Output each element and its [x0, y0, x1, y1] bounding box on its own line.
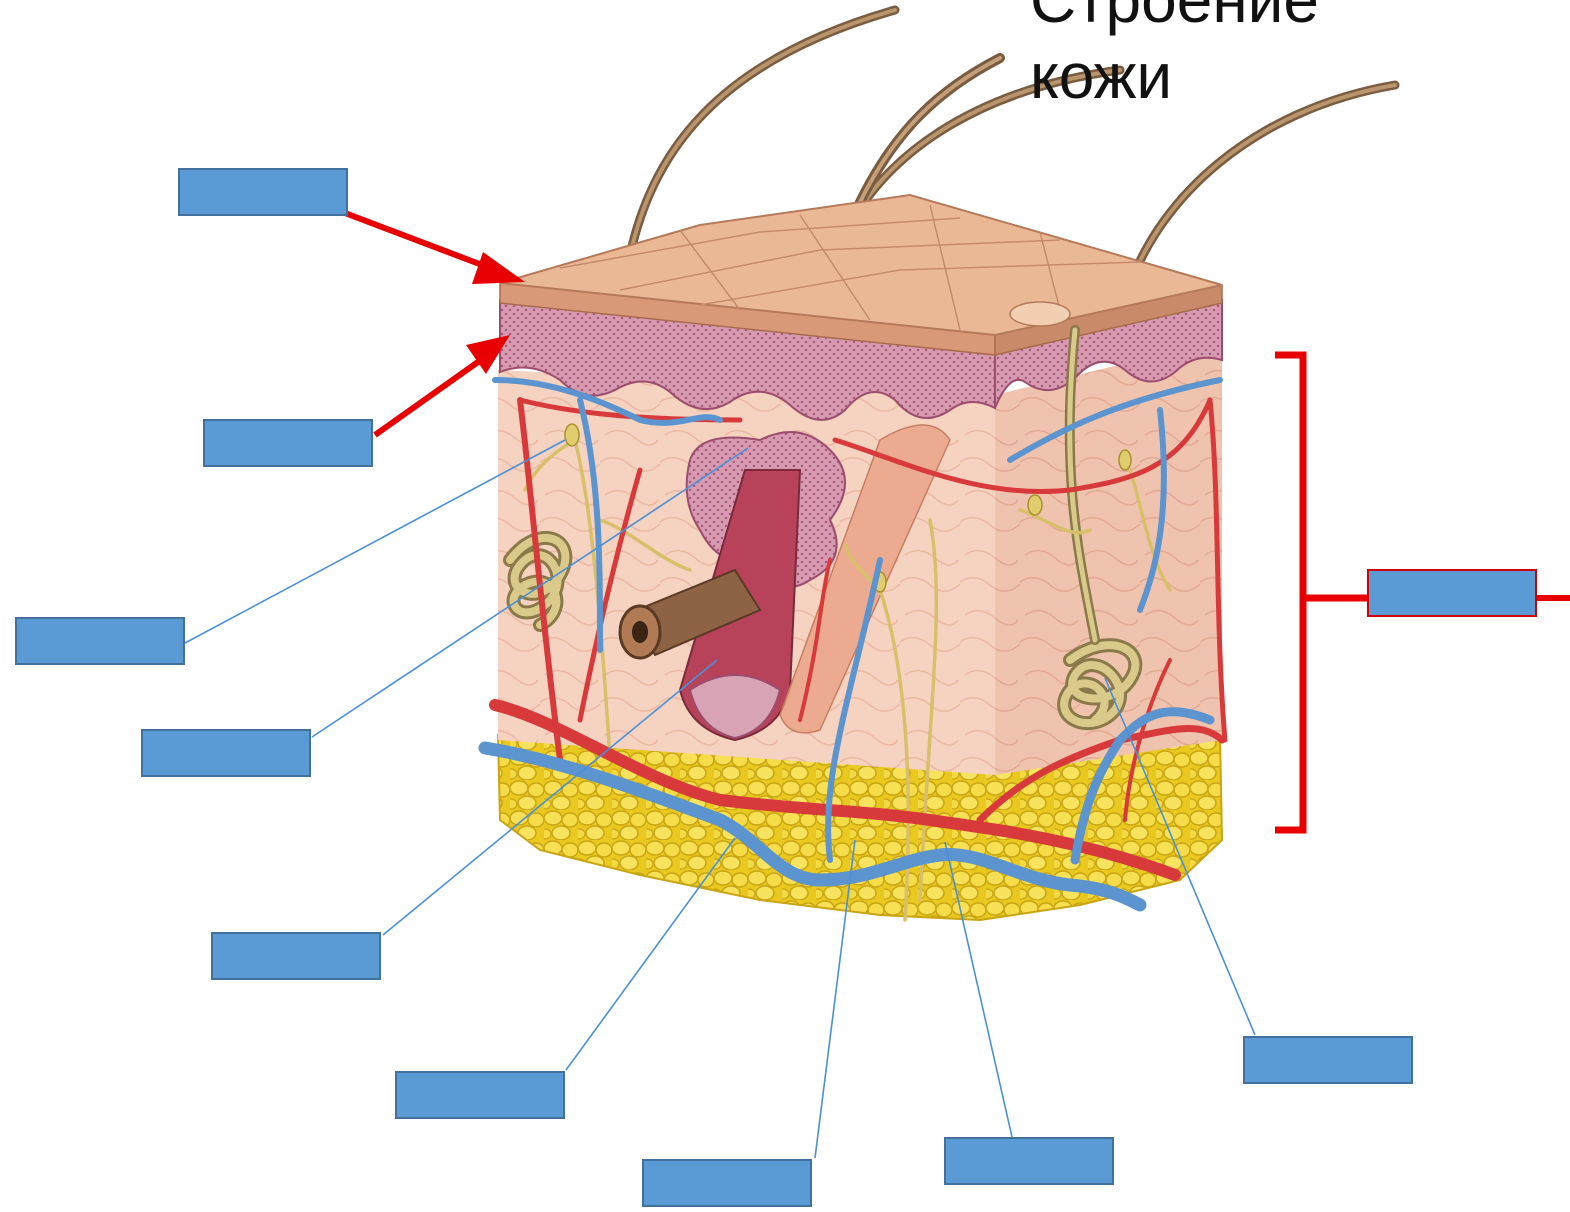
label-box-nerve-ending[interactable] — [15, 617, 185, 665]
sweat-pore — [1010, 302, 1070, 326]
label-box-epidermis-base[interactable] — [203, 419, 373, 467]
label-box-dermis[interactable] — [1367, 569, 1537, 617]
diagram-title: Строение кожи — [1030, 0, 1350, 114]
dermis-bracket — [1275, 355, 1367, 830]
label-box-artery[interactable] — [395, 1071, 565, 1119]
label-box-hair-root[interactable] — [211, 932, 381, 980]
label-box-capillary[interactable] — [944, 1137, 1114, 1185]
label-box-vein[interactable] — [642, 1159, 812, 1207]
label-box-sweat-gland[interactable] — [1243, 1036, 1413, 1084]
label-box-sebaceous-gland[interactable] — [141, 729, 311, 777]
label-box-epidermis-surface[interactable] — [178, 168, 348, 216]
